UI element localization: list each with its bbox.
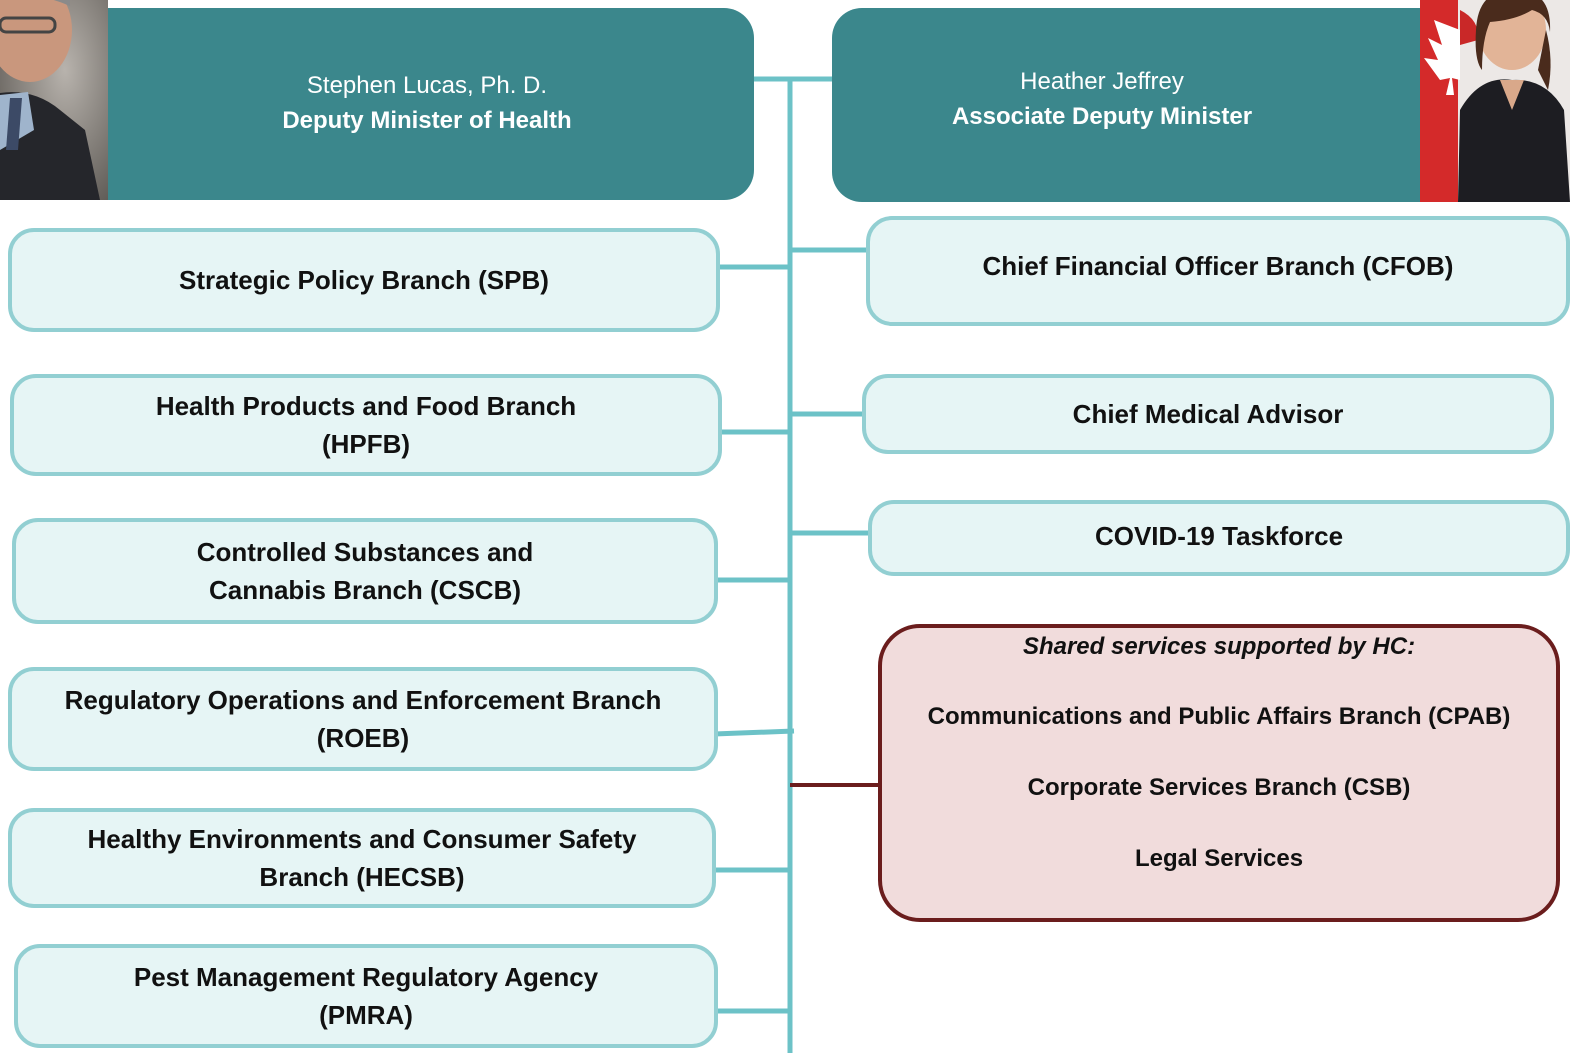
branch-cscb-label-line2: Cannabis Branch (CSCB) — [208, 575, 522, 605]
deputy-minister-box: Stephen Lucas, Ph. D. Deputy Minister of… — [60, 8, 754, 200]
branch-hpfb-label-line2: (HPFB) — [321, 429, 411, 459]
associate-deputy-box: Heather Jeffrey Associate Deputy Ministe… — [832, 8, 1532, 202]
branch-pmra: Pest Management Regulatory Agency (PMRA) — [14, 944, 718, 1048]
branch-covid-label: COVID-19 Taskforce — [1094, 520, 1344, 551]
deputy-minister-name: Stephen Lucas, Ph. D. — [306, 72, 548, 100]
shared-service-cpab: Communications and Public Affairs Branch… — [927, 703, 1511, 730]
shared-services-box: Shared services supported by HC: Communi… — [878, 624, 1560, 922]
branch-spb: Strategic Policy Branch (SPB) — [8, 228, 720, 332]
branch-pmra-label-line2: (PMRA) — [319, 1000, 413, 1030]
associate-deputy-name: Heather Jeffrey — [1020, 68, 1184, 96]
shared-service-legal: Legal Services — [1134, 845, 1304, 872]
branch-hecsb-label-line1: Healthy Environments and Consumer Safety — [87, 823, 637, 854]
branch-hecsb-label-line2: Branch (HECSB) — [259, 862, 465, 892]
branch-chief-medical-advisor: Chief Medical Advisor — [862, 374, 1554, 454]
deputy-minister-photo — [0, 0, 108, 200]
shared-services-heading: Shared services supported by HC: — [1022, 633, 1416, 660]
branch-roeb: Regulatory Operations and Enforcement Br… — [8, 667, 718, 771]
branch-hpfb: Health Products and Food Branch (HPFB) — [10, 374, 722, 476]
branch-pmra-label-line1: Pest Management Regulatory Agency — [133, 961, 599, 992]
associate-deputy-title: Associate Deputy Minister — [951, 103, 1253, 130]
connector-roeb — [713, 728, 795, 737]
branch-roeb-label-line2: (ROEB) — [316, 723, 410, 753]
branch-cfob-label: Chief Financial Officer Branch (CFOB) — [982, 250, 1454, 281]
branch-hecsb: Healthy Environments and Consumer Safety… — [8, 808, 716, 908]
branch-cscb: Controlled Substances and Cannabis Branc… — [12, 518, 718, 624]
branch-cscb-label-line1: Controlled Substances and — [196, 536, 534, 567]
deputy-minister-title: Deputy Minister of Health — [282, 107, 572, 134]
shared-service-csb: Corporate Services Branch (CSB) — [1027, 774, 1411, 801]
branch-roeb-label-line1: Regulatory Operations and Enforcement Br… — [64, 684, 662, 715]
branch-hpfb-label-line1: Health Products and Food Branch — [155, 390, 577, 421]
branch-cfob: Chief Financial Officer Branch (CFOB) — [866, 216, 1570, 326]
branch-covid-taskforce: COVID-19 Taskforce — [868, 500, 1570, 576]
branch-spb-label: Strategic Policy Branch (SPB) — [179, 264, 549, 295]
associate-deputy-photo — [1420, 0, 1570, 202]
branch-cma-label: Chief Medical Advisor — [1072, 398, 1344, 429]
